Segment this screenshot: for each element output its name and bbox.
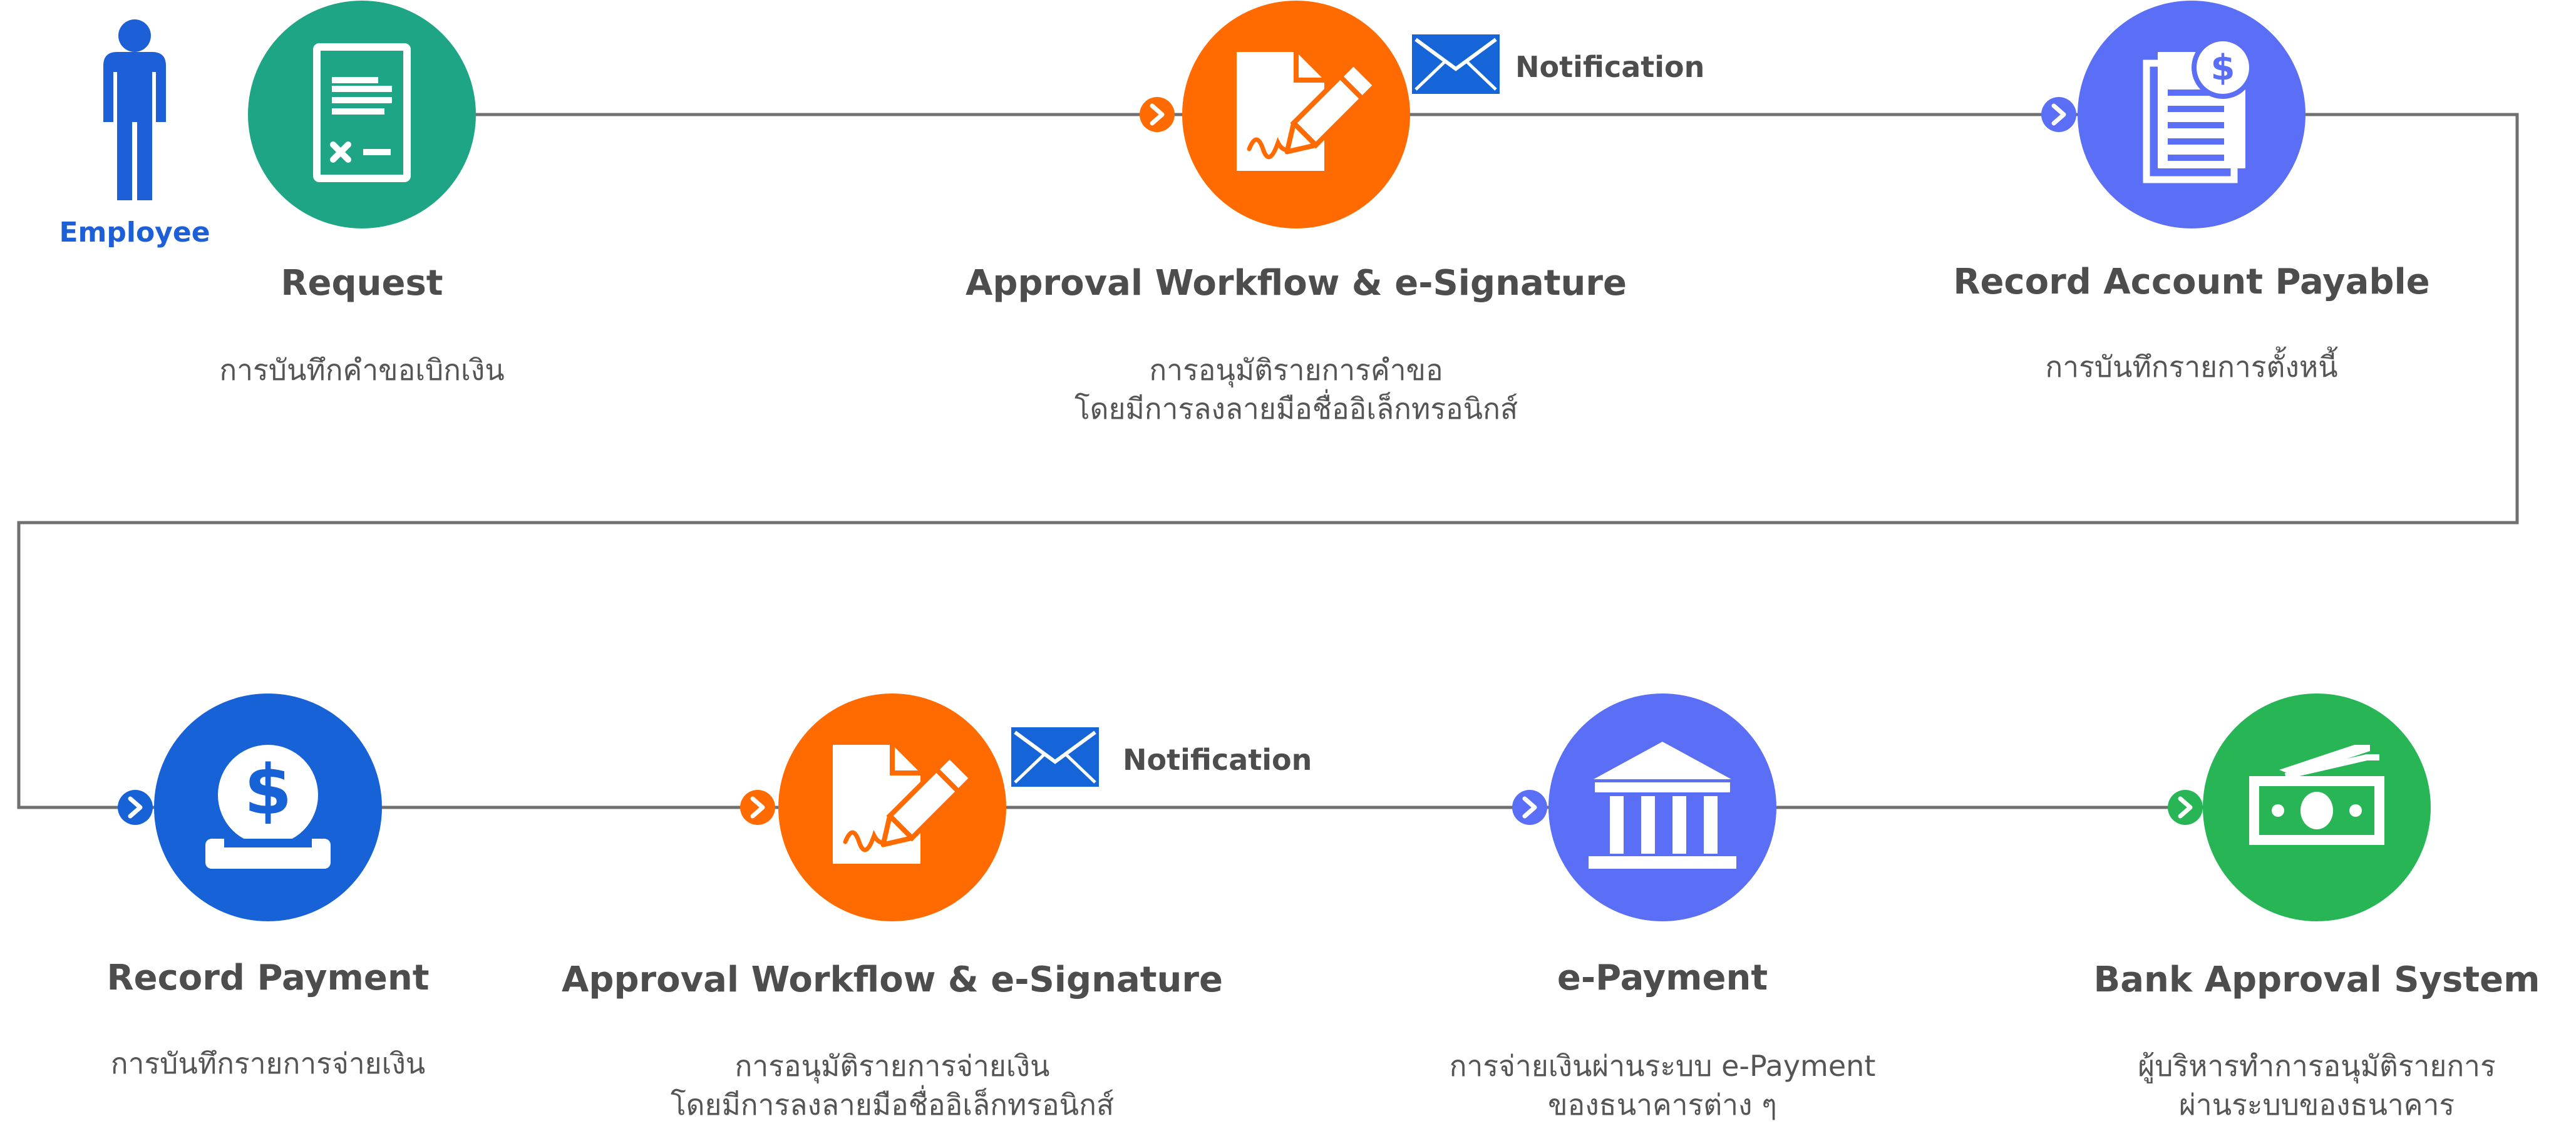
notification-label-2: Notification [1123,743,1312,777]
step-title-approval-2: Approval Workflow & e-Signature [562,959,1223,1000]
step-node: $ [2078,1,2306,228]
desc-line: ผู้บริหารทำการอนุมัติรายการ [2138,1049,2496,1083]
step-desc-bank-approval: ผู้บริหารทำการอนุมัติรายการ ผ่านระบบของธ… [2138,1046,2495,1124]
actor-label: Employee [59,217,210,248]
step-title-record-payment: Record Payment [106,958,430,998]
desc-line: ผ่านระบบของธนาคาร [2178,1088,2455,1122]
step-node [1182,1,1410,228]
dollar-coin-icon: $ [205,745,331,869]
step-node: $ [154,693,382,921]
arrow-chevron-icon [2168,790,2203,825]
employee-person-icon [103,19,166,200]
envelope-icon [1412,34,1500,94]
step-title-e-payment: e-Payment [1557,958,1768,998]
desc-line: การอนุมัติรายการจ่ายเงิน [734,1049,1050,1083]
step-title-record-ap: Record Account Payable [1953,262,2430,302]
arrow-chevron-icon [2041,97,2076,132]
step-desc-approval-2: การอนุมัติรายการจ่ายเงิน โดยมีการลงลายมื… [671,1046,1114,1124]
desc-line: ของธนาคารต่าง ๆ [1548,1088,1777,1122]
desc-line: การอนุมัติรายการคำขอ [1149,353,1443,387]
notification-envelopes [1011,34,1500,787]
desc-line: โดยมีการลงลายมือชื่ออิเล็กทรอนิกส์ [670,1088,1115,1122]
arrow-chevron-icon [740,790,775,825]
step-desc-request: การบันทึกคำขอเบิกเงิน [219,351,504,389]
desc-line: โดยมีการลงลายมือชื่ออิเล็กทรอนิกส์ [1074,392,1518,426]
svg-text:$: $ [2211,48,2235,88]
step-desc-record-payment: การบันทึกรายการจ่ายเงิน [111,1044,425,1083]
step-node [778,693,1006,921]
arrow-markers [118,97,2203,825]
step-node [1548,693,1776,921]
invoice-dollar-icon: $ [2143,36,2254,183]
form-icon [313,43,411,182]
step-desc-e-payment: การจ่ายเงินผ่านระบบ e-Payment ของธนาคารต… [1450,1046,1876,1124]
signature-icon [1237,52,1379,171]
svg-text:$: $ [244,750,292,830]
desc-line: การจ่ายเงินผ่านระบบ e-Payment [1449,1049,1876,1083]
arrow-chevron-icon [118,790,153,825]
arrow-chevron-icon [1512,790,1547,825]
step-node [2203,693,2431,921]
step-title-approval-1: Approval Workflow & e-Signature [966,263,1627,304]
envelope-icon [1011,727,1099,787]
step-circle [1548,693,1776,921]
step-nodes: $$ [154,1,2431,921]
desc-line: การบันทึกรายการจ่ายเงิน [110,1046,426,1080]
arrow-chevron-icon [1140,97,1175,132]
desc-line: การบันทึกรายการตั้งหนี้ [2045,350,2338,384]
desc-line: การบันทึกคำขอเบิกเงิน [219,353,505,387]
step-desc-record-ap: การบันทึกรายการตั้งหนี้ [2045,347,2337,386]
notification-label-1: Notification [1515,50,1705,84]
step-title-request: Request [281,263,443,304]
bank-icon [1589,742,1736,869]
signature-icon [833,745,976,864]
step-desc-approval-1: การอนุมัติรายการคำขอ โดยมีการลงลายมือชื่… [1074,351,1518,428]
step-title-bank-approval: Bank Approval System [2093,959,2540,1000]
step-node [248,1,476,228]
banknote-icon [2249,745,2384,845]
